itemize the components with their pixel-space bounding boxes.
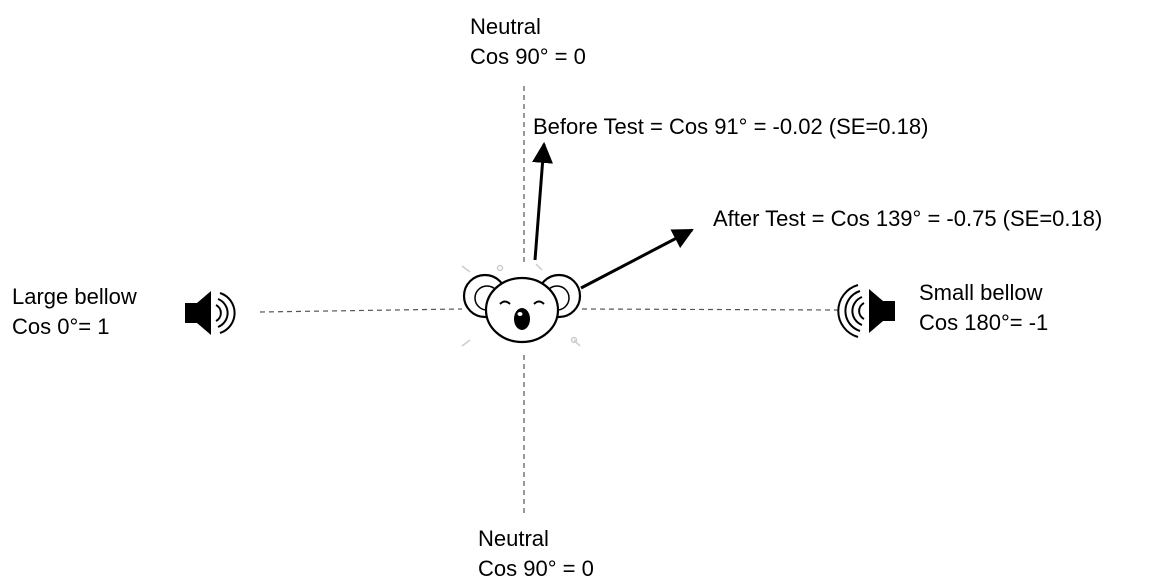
koala-icon (461, 263, 582, 347)
axis-left (259, 308, 463, 313)
before-test-arrow (532, 141, 554, 261)
before-test-label: Before Test = Cos 91° = -0.02 (SE=0.18) (533, 114, 929, 139)
right-label: Small bellow Cos 180°= -1 (919, 278, 1048, 338)
left-cosine: Cos 0°= 1 (12, 314, 110, 339)
after-test-label: After Test = Cos 139° = -0.75 (SE=0.18) (713, 206, 1103, 231)
bottom-label: Neutral Cos 90° = 0 (478, 524, 594, 584)
speaker-icon (837, 284, 895, 338)
guide-axes (259, 86, 839, 514)
bottom-title: Neutral (478, 526, 549, 551)
axis-right (581, 308, 839, 311)
right-title: Small bellow (919, 280, 1043, 305)
top-label: Neutral Cos 90° = 0 (470, 12, 586, 72)
right-cosine: Cos 180°= -1 (919, 310, 1049, 335)
speaker-icon (185, 291, 236, 335)
top-title: Neutral (470, 14, 541, 39)
top-cosine: Cos 90° = 0 (470, 44, 586, 69)
bottom-cosine: Cos 90° = 0 (478, 556, 594, 581)
left-title: Large bellow (12, 284, 137, 309)
after-test-arrow (580, 228, 694, 290)
left-label: Large bellow Cos 0°= 1 (12, 282, 137, 342)
